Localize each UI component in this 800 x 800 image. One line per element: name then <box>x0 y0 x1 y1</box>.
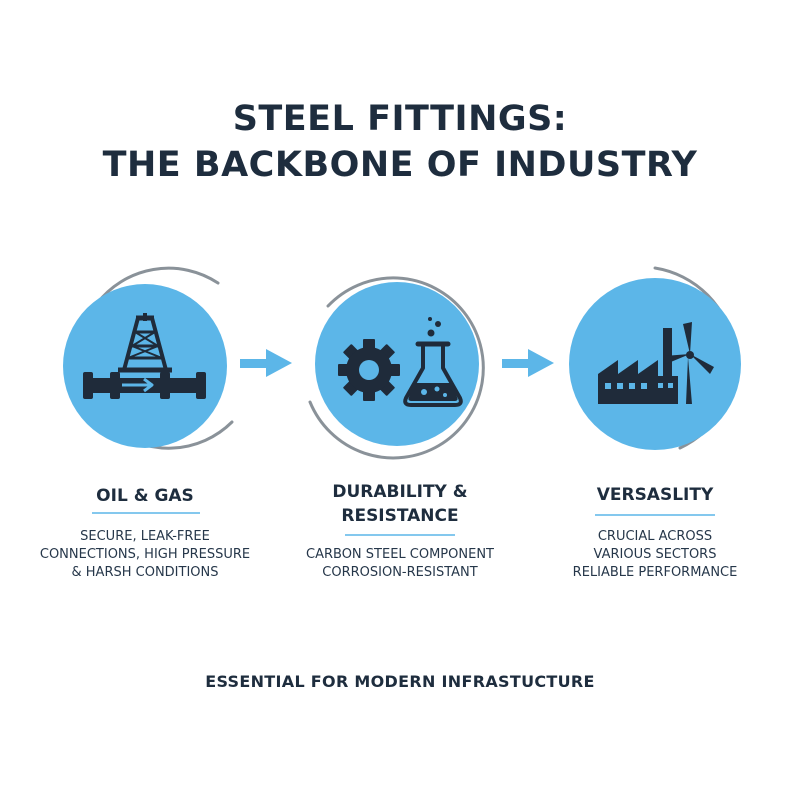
step-2-description: CARBON STEEL COMPONENT CORROSION-RESISTA… <box>306 547 494 580</box>
gear-icon <box>338 339 400 401</box>
step-1-title: OIL & GAS <box>96 486 194 506</box>
step-2-ring <box>308 276 485 460</box>
oil-rig-pipeline-icon <box>83 313 206 399</box>
factory-icon <box>598 328 678 404</box>
step-1-circle <box>63 284 227 448</box>
arrow-2-icon <box>502 349 554 377</box>
title-line-2: THE BACKBONE OF INDUSTRY <box>102 145 698 185</box>
step-1-description: SECURE, LEAK-FREE CONNECTIONS, HIGH PRES… <box>39 529 251 580</box>
title-line-1: STEEL FITTINGS: <box>232 99 568 139</box>
page-title: STEEL FITTINGS: THE BACKBONE OF INDUSTRY <box>0 96 800 188</box>
step-2-title: DURABILITY & RESISTANCE <box>332 482 468 526</box>
step-1-node <box>63 266 234 450</box>
footer-tagline: ESSENTIAL FOR MODERN INFRASTUCTURE <box>205 672 595 691</box>
step-2-node <box>308 276 485 460</box>
step-3-node <box>569 266 741 450</box>
arrow-1-icon <box>240 349 292 377</box>
wind-turbine-icon <box>664 322 714 404</box>
step-3-description: CRUCIAL ACROSS VARIOUS SECTORS RELIABLE … <box>572 529 738 580</box>
step-3-title: VERSASLITY <box>596 485 714 505</box>
flask-icon <box>403 317 463 407</box>
